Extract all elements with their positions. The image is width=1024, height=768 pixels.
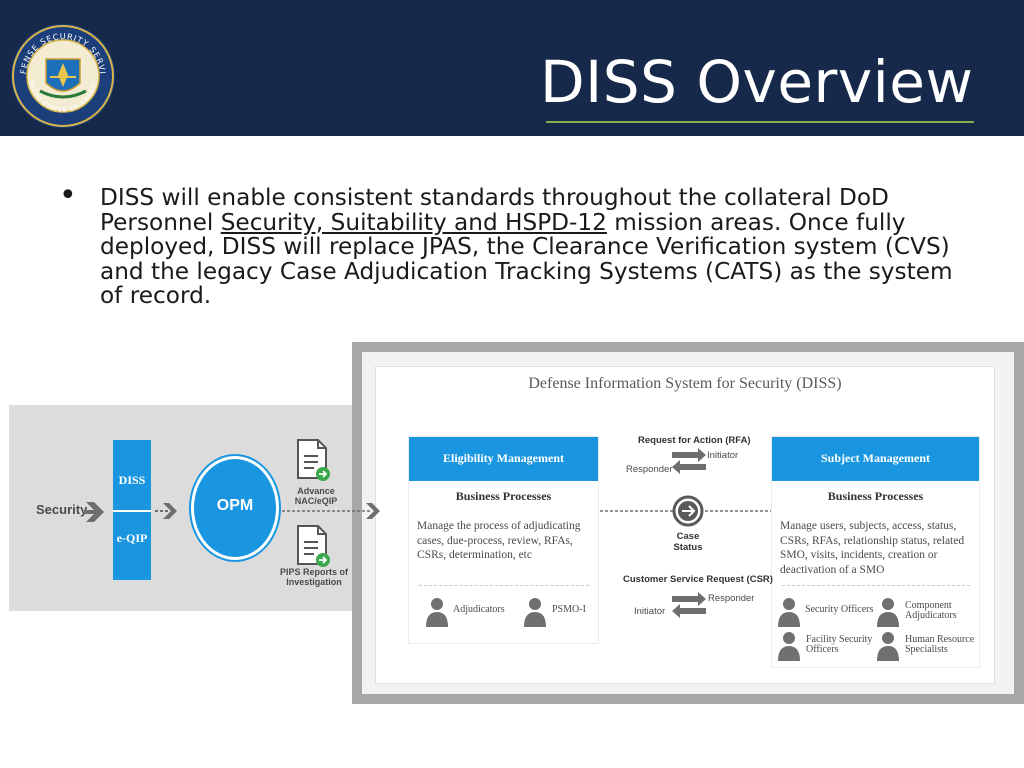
csr-label: Customer Service Request (CSR) [623, 574, 773, 585]
eligibility-description: Manage the process of adjudicating cases… [417, 519, 581, 563]
csr-initiator-label: Initiator [634, 606, 666, 617]
diss-eqip-column: DISS e-QIP [113, 440, 151, 580]
subject-header-bar: Subject Management [772, 437, 979, 481]
subject-business-processes: Business Processes [827, 489, 924, 503]
opm-label: OPM [216, 497, 254, 514]
subject-desc-line: deactivation of a SMO [780, 563, 885, 576]
subject-header: Subject Management [821, 451, 930, 465]
diss-title: Defense Information System for Security … [528, 375, 842, 392]
case-status-label: Case Status [673, 531, 703, 553]
bullet-text-underlined: Security, Suitability and HSPD-12 [220, 208, 607, 236]
opm-node [191, 456, 279, 560]
person-icon [877, 632, 899, 661]
diss-column-label: DISS [118, 473, 146, 487]
rfa-responder-label: Responder [626, 464, 673, 475]
eligibility-header: Eligibility Management [443, 451, 564, 465]
rfa-label: Request for Action (RFA) [638, 435, 751, 446]
subject-desc-line: CSRs, RFAs, relationship status, related [780, 534, 965, 547]
person-icon [778, 598, 800, 627]
subject-management-panel: Subject Management Business Processes Ma… [771, 436, 980, 668]
role-security-officers: Security Officers [805, 604, 874, 615]
column-divider [113, 510, 151, 512]
subject-divider [782, 585, 970, 586]
person-icon [877, 598, 899, 627]
document-icon-pips [297, 525, 330, 567]
document-icon-advance [297, 439, 330, 481]
eligibility-desc-line: CSRs, determination, etc [417, 549, 532, 562]
role-adjudicators: Adjudicators [453, 604, 505, 615]
bullet-text-part2: mission areas. Once fully deployed, DISS… [100, 208, 953, 310]
eligibility-desc-line: Manage the process of adjudicating [417, 520, 581, 532]
pips-reports-label: PIPS Reports of Investigation [279, 567, 348, 587]
bullet-text-part1: DISS will enable consistent standards th… [100, 184, 889, 236]
person-icon [426, 598, 448, 627]
subject-description: Manage users, subjects, access, status, … [780, 519, 964, 577]
subject-desc-line: Manage users, subjects, access, status, [780, 520, 957, 532]
csr-responder-label: Responder [708, 593, 755, 604]
bullet-paragraph: DISS will enable consistent standards th… [100, 184, 980, 310]
person-icon [778, 632, 800, 661]
page-title: DISS Overview [540, 48, 974, 116]
subject-desc-line: SMO, visits, incidents, creation or [780, 549, 938, 562]
role-component-adjudicators: Component Adjudicators [905, 600, 957, 621]
eligibility-header-bar: Eligibility Management [409, 437, 598, 481]
defense-security-service-seal-icon: DEFENSE SECURITY SERVICE UNITED STATES O… [10, 23, 115, 128]
eligibility-desc-line: cases, due-process, review, RFAs, [417, 534, 573, 547]
security-label: Security [36, 502, 88, 517]
eligibility-divider [419, 585, 589, 586]
role-facility-security-officers: Facility Security Officers [806, 634, 873, 655]
eqip-column-label: e-QIP [116, 531, 148, 545]
advance-nac-eqip-label: Advance NAC/eQIP [294, 486, 338, 506]
person-icon [524, 598, 546, 627]
rfa-initiator-label: Initiator [707, 450, 739, 461]
bullet-marker: • [59, 178, 77, 213]
title-underline [546, 121, 974, 123]
eligibility-business-processes: Business Processes [455, 489, 552, 503]
eligibility-management-panel: Eligibility Management Business Processe… [408, 436, 599, 644]
role-human-resource-specialists: Human Resource Specialists [905, 634, 975, 655]
slide-header: DEFENSE SECURITY SERVICE UNITED STATES O… [0, 0, 1024, 136]
role-psmo-i: PSMO-I [552, 604, 586, 615]
